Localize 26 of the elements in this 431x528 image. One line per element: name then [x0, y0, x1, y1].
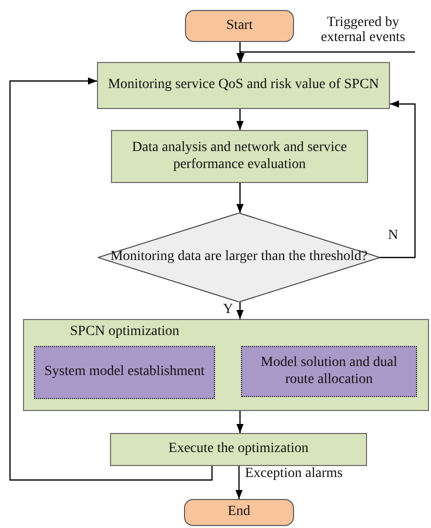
process-box [97, 62, 390, 109]
arrow [9, 77, 213, 481]
subprocess-box [34, 346, 215, 399]
edge-label: Exception alarms [245, 466, 343, 482]
process-box [111, 130, 368, 183]
terminal-box [184, 499, 294, 526]
arrow [236, 109, 244, 130]
node-label: Monitoring data are larger than the threshold? [109, 249, 369, 266]
arrow [235, 466, 243, 499]
terminal-box [185, 10, 294, 42]
node-label: End [226, 504, 252, 521]
group-box [23, 319, 429, 411]
arrow [380, 100, 416, 258]
node-label: Execute the optimization [168, 441, 310, 458]
node-label: System model establishment [43, 364, 206, 381]
arrow [236, 302, 244, 319]
subprocess-box [241, 346, 417, 397]
arrow [236, 411, 244, 433]
node-label: Data analysis and network and service performance evaluation [131, 140, 348, 174]
arrow [236, 183, 244, 213]
node-label: Monitoring service QoS and risk value of SPCN [106, 77, 380, 94]
process-box [110, 433, 367, 466]
group-title: SPCN optimization [69, 324, 180, 341]
decision-diamond [98, 213, 380, 302]
node-label: Model solution and dual route allocation [260, 354, 398, 388]
node-label: Start [225, 18, 254, 34]
